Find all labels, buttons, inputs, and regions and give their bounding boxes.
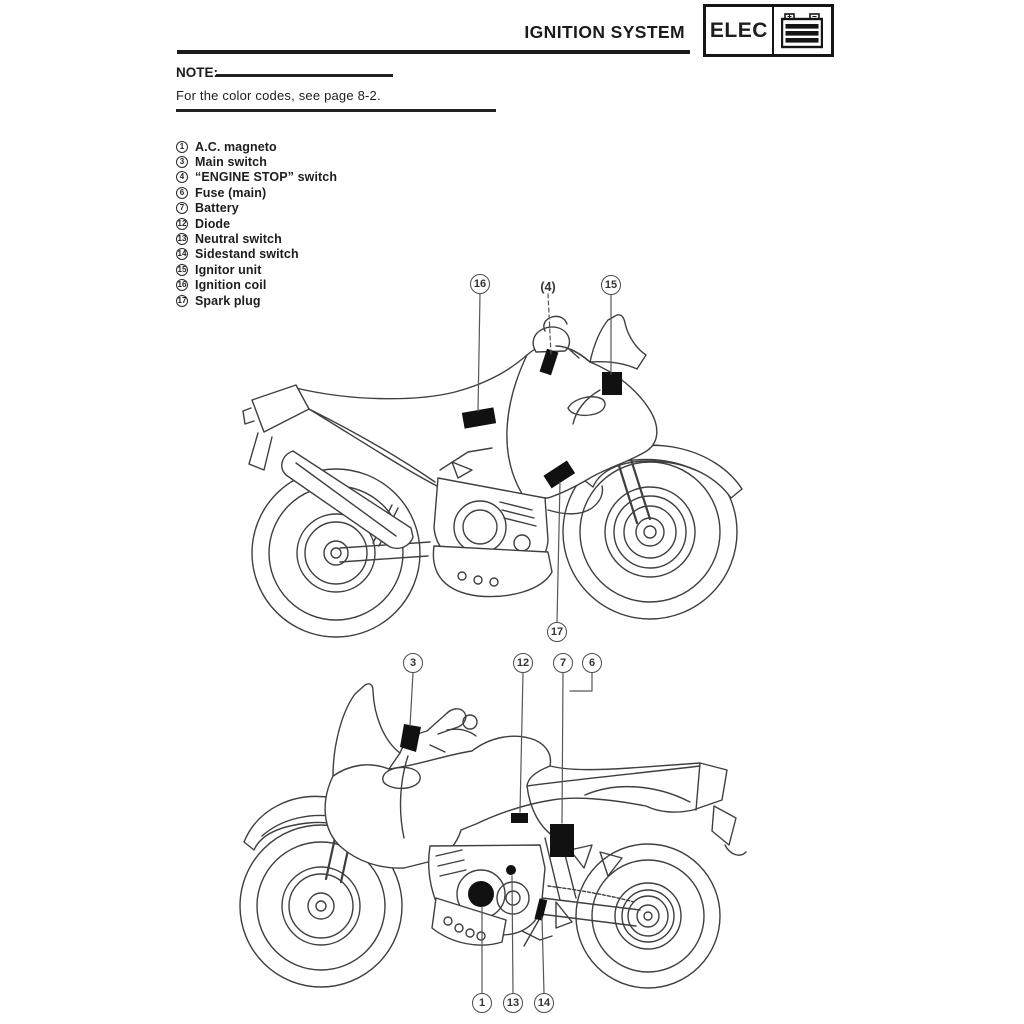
item-label: Ignitor unit [195, 262, 262, 277]
item-number-badge: 4 [176, 171, 188, 184]
item-label: A.C. magneto [195, 139, 277, 154]
callout-12: 12 [513, 653, 533, 673]
item-number-badge: 17 [176, 294, 188, 307]
marker-diode [511, 813, 528, 823]
bottom-motorcycle-illustration [239, 672, 747, 994]
parts-list-item: 13 Neutral switch [176, 231, 337, 246]
note-text: For the color codes, see page 8-2. [176, 88, 381, 103]
item-number-badge: 16 [176, 279, 188, 292]
callout-14: 14 [534, 993, 554, 1013]
leader-17 [556, 481, 561, 623]
callout-6: 6 [582, 653, 602, 673]
item-number-badge: 3 [176, 156, 188, 169]
battery-icon [774, 7, 831, 54]
parts-list-item: 1 A.C. magneto [176, 139, 337, 154]
item-number-badge: 1 [176, 140, 188, 153]
callout-17: 17 [547, 622, 567, 642]
callout-3: 3 [403, 653, 423, 673]
item-label: Neutral switch [195, 232, 282, 247]
parts-list-item: 6 Fuse (main) [176, 185, 337, 200]
marker-ac-magneto [468, 881, 494, 907]
callout-13: 13 [503, 993, 523, 1013]
item-number-badge: 13 [176, 233, 188, 246]
leader-4 [547, 293, 552, 355]
item-number-badge: 15 [176, 263, 188, 276]
chapter-badge: ELEC [703, 4, 834, 57]
badge-label: ELEC [706, 7, 774, 54]
title-underline [177, 50, 690, 54]
leader-14 [541, 916, 545, 994]
marker-neutral-switch [506, 865, 516, 875]
item-label: “ENGINE STOP” switch [195, 170, 338, 185]
leader-6 [569, 672, 593, 692]
marker-spark-plug [543, 460, 576, 489]
leader-13 [511, 875, 514, 994]
parts-list-item: 3 Main switch [176, 154, 337, 169]
item-label: Fuse (main) [195, 185, 267, 200]
parts-list-item: 17 Spark plug [176, 293, 337, 308]
item-number-badge: 14 [176, 248, 188, 261]
parts-list-item: 14 Sidestand switch [176, 247, 337, 262]
marker-engine-stop-switch [539, 348, 559, 376]
parts-list-item: 12 Diode [176, 216, 337, 231]
item-label: Sidestand switch [195, 247, 299, 262]
marker-ignitor-unit [602, 372, 622, 395]
note-label: NOTE: [176, 65, 218, 80]
item-label: Ignition coil [195, 278, 267, 293]
item-number-badge: 12 [176, 217, 188, 230]
callout-4: (4) [540, 279, 556, 294]
top-motorcycle-illustration [242, 293, 743, 638]
parts-list-item: 15 Ignitor unit [176, 262, 337, 277]
leader-12 [519, 672, 524, 813]
marker-ignition-coil [461, 407, 497, 429]
parts-list-item: 16 Ignition coil [176, 278, 337, 293]
parts-list: 1 A.C. magneto 3 Main switch 4 “ENGINE STOP… [176, 139, 337, 308]
callout-15: 15 [601, 275, 621, 295]
leader-16 [477, 293, 481, 412]
item-number-badge: 6 [176, 186, 188, 199]
callout-1: 1 [472, 993, 492, 1013]
item-number-badge: 7 [176, 202, 188, 215]
parts-list-item: 7 Battery [176, 201, 337, 216]
note-rule [216, 74, 393, 77]
item-label: Spark plug [195, 293, 261, 308]
marker-main-switch [400, 724, 421, 752]
leader-7 [561, 672, 564, 824]
callout-16: 16 [470, 274, 490, 294]
item-label: Main switch [195, 155, 267, 170]
parts-list-item: 4 “ENGINE STOP” switch [176, 170, 337, 185]
item-label: Battery [195, 201, 239, 216]
callout-7: 7 [553, 653, 573, 673]
item-label: Diode [195, 216, 231, 231]
leader-3 [409, 672, 414, 727]
page-title: IGNITION SYSTEM [524, 22, 685, 42]
note-bottom-rule [176, 109, 496, 112]
marker-sidestand-switch [534, 898, 548, 921]
marker-battery [550, 824, 574, 857]
